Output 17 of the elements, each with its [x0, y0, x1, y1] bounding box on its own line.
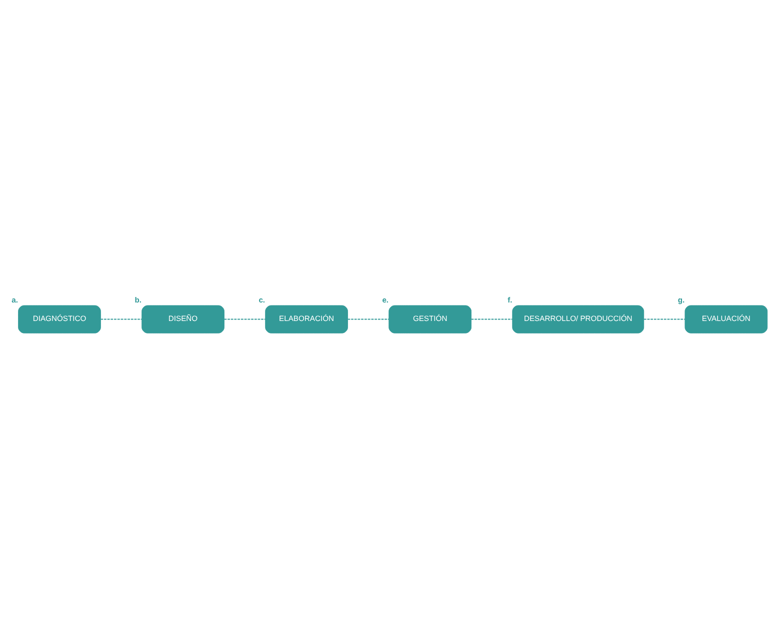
connector: [347, 318, 390, 320]
node-box: GESTIÓN: [388, 305, 472, 334]
node-label: f.: [508, 296, 512, 305]
node-label: a.: [12, 296, 18, 305]
node-label: c.: [258, 296, 266, 305]
node-box: DIAGNÓSTICO: [18, 305, 101, 334]
connector: [470, 318, 513, 320]
connector: [224, 318, 266, 320]
node-box: DISEÑO: [142, 305, 224, 334]
node-box: EVALUACIÓN: [684, 305, 768, 334]
node-label: b.: [134, 296, 142, 305]
node-label: e.: [382, 296, 389, 305]
node-box: ELABORACIÓN: [265, 305, 348, 334]
connector: [100, 318, 142, 320]
node-box: DESARROLLO/ PRODUCCIÓN: [512, 305, 644, 334]
node-label: g.: [678, 296, 685, 305]
connector: [643, 318, 686, 320]
